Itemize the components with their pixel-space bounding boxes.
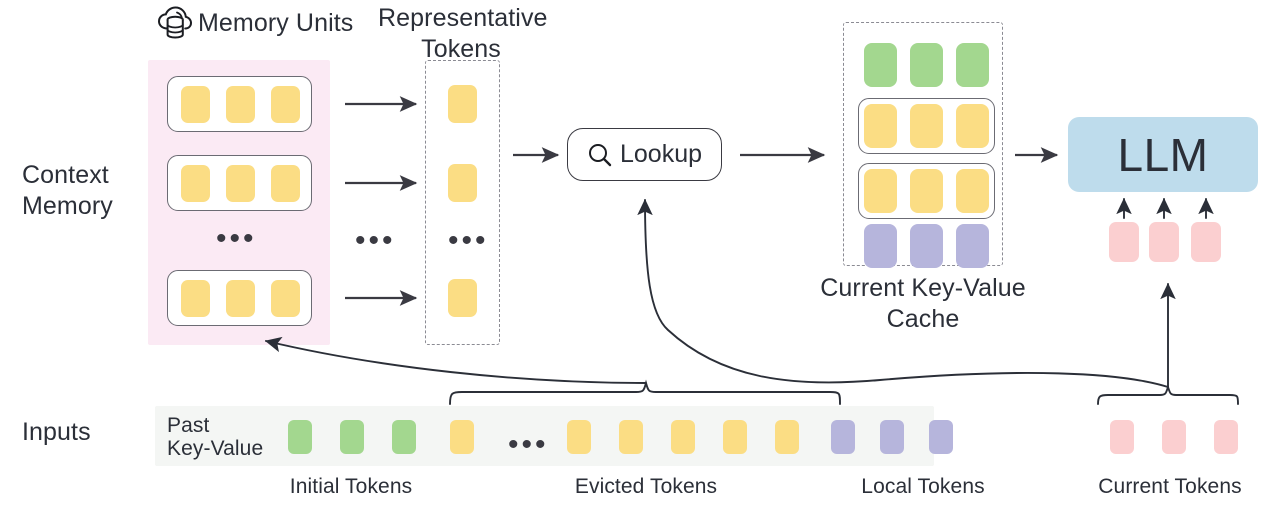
input-evicted-token-3 <box>619 420 643 454</box>
representative-tokens-label: Representative Tokens <box>378 3 548 65</box>
kv-retrieved-a-cell-2 <box>910 104 943 148</box>
input-local-token-3 <box>929 420 953 454</box>
kv-cache-label-line1: Current Key-Value <box>820 274 1026 302</box>
memory-unit-3-token-3 <box>271 280 300 317</box>
memory-unit-2-token-1 <box>181 165 210 202</box>
caption-current-tokens: Current Tokens <box>1098 475 1242 498</box>
past-key-value-label: Past Key-Value <box>167 414 263 460</box>
brace-current-tokens <box>1097 383 1239 405</box>
kv-cache-label-line2: Cache <box>886 305 960 333</box>
memory-unit-1-token-2 <box>226 86 255 123</box>
llm-input-token-3 <box>1191 222 1221 262</box>
cloud-database-icon <box>157 6 193 44</box>
input-evicted-token-5 <box>723 420 747 454</box>
memory-units-label: Memory Units <box>198 9 354 37</box>
row-label-context-memory-line2: Memory <box>22 192 113 220</box>
kv-local-cell-2 <box>910 224 943 268</box>
input-current-token-2 <box>1162 420 1186 454</box>
llm-label: LLM <box>1117 128 1209 181</box>
llm-input-token-2 <box>1149 222 1179 262</box>
kv-retrieved-b-cell-3 <box>956 169 989 213</box>
input-evicted-token-4 <box>671 420 695 454</box>
kv-local-cell-1 <box>864 224 897 268</box>
caption-local-tokens: Local Tokens <box>861 475 985 498</box>
input-initial-token-3 <box>392 420 416 454</box>
representative-tokens-ellipsis: ••• <box>448 224 489 257</box>
input-evicted-ellipsis: ••• <box>508 428 549 461</box>
memory-unit-1-token-1 <box>181 86 210 123</box>
lookup-label: Lookup <box>619 140 703 168</box>
llm-box[interactable]: LLM <box>1068 117 1258 192</box>
representative-tokens-label-line1: Representative <box>378 4 548 32</box>
llm-input-token-1 <box>1109 222 1139 262</box>
inputs-band <box>155 406 934 466</box>
kv-local-cell-3 <box>956 224 989 268</box>
memory-unit-3[interactable] <box>167 270 312 326</box>
kv-cache-row-initial <box>864 43 989 87</box>
memory-unit-2[interactable] <box>167 155 312 211</box>
row-label-context-memory: Context Memory <box>22 160 152 222</box>
brace-evicted-tokens <box>449 379 841 405</box>
middle-ellipsis: ••• <box>355 224 396 257</box>
kv-cache-label: Current Key-Value Cache <box>805 273 1041 335</box>
kv-initial-cell-2 <box>910 43 943 87</box>
kv-retrieved-b-cell-1 <box>864 169 897 213</box>
representative-token-1 <box>448 85 477 123</box>
input-evicted-token-1 <box>450 420 474 454</box>
input-current-token-3 <box>1214 420 1238 454</box>
memory-unit-1[interactable] <box>167 76 312 132</box>
kv-cache-row-retrieved-b <box>864 169 989 213</box>
caption-evicted-tokens: Evicted Tokens <box>574 475 718 498</box>
arrow-evicted-to-context-memory <box>264 336 647 384</box>
past-key-value-label-line1: Past <box>167 414 210 437</box>
input-current-token-1 <box>1110 420 1134 454</box>
memory-unit-3-token-1 <box>181 280 210 317</box>
memory-units-ellipsis: ••• <box>216 222 257 255</box>
lookup-box[interactable]: Lookup <box>567 128 722 181</box>
kv-cache-row-local <box>864 224 989 268</box>
kv-cache-row-retrieved-a <box>864 104 989 148</box>
magnifier-search-icon <box>587 142 613 168</box>
input-local-token-1 <box>831 420 855 454</box>
input-initial-token-2 <box>340 420 364 454</box>
memory-unit-1-token-3 <box>271 86 300 123</box>
kv-retrieved-a-cell-1 <box>864 104 897 148</box>
representative-token-2 <box>448 164 477 202</box>
row-label-context-memory-line1: Context <box>22 161 109 189</box>
input-initial-token-1 <box>288 420 312 454</box>
representative-tokens-label-line2: Tokens <box>421 35 501 63</box>
row-label-inputs: Inputs <box>22 418 91 446</box>
kv-retrieved-b-cell-2 <box>910 169 943 213</box>
input-evicted-token-6 <box>775 420 799 454</box>
memory-unit-2-token-3 <box>271 165 300 202</box>
memory-unit-3-token-2 <box>226 280 255 317</box>
kv-retrieved-a-cell-3 <box>956 104 989 148</box>
memory-unit-2-token-2 <box>226 165 255 202</box>
representative-token-3 <box>448 279 477 317</box>
caption-initial-tokens: Initial Tokens <box>289 475 413 498</box>
input-evicted-token-2 <box>567 420 591 454</box>
past-key-value-label-line2: Key-Value <box>167 437 264 460</box>
input-local-token-2 <box>880 420 904 454</box>
kv-initial-cell-3 <box>956 43 989 87</box>
kv-initial-cell-1 <box>864 43 897 87</box>
